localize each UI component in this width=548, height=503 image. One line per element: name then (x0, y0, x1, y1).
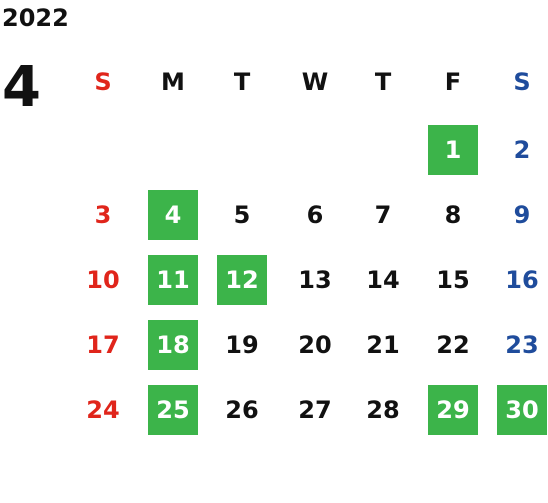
day-cell: 19 (225, 331, 259, 359)
year-label: 2022 (2, 4, 69, 32)
day-cell: 28 (366, 396, 400, 424)
day-cell: 23 (505, 331, 539, 359)
day-cell: 13 (298, 266, 332, 294)
day-cell: 10 (86, 266, 120, 294)
day-cell: 7 (374, 201, 392, 229)
day-cell: 5 (233, 201, 251, 229)
weekday-header-mon: M (161, 68, 185, 96)
day-cell: 25 (148, 385, 198, 435)
weekday-header-tue: T (233, 68, 251, 96)
day-cell: 17 (86, 331, 120, 359)
day-cell: 6 (306, 201, 324, 229)
day-cell: 20 (298, 331, 332, 359)
day-cell: 12 (217, 255, 267, 305)
day-cell: 3 (94, 201, 112, 229)
weekday-header-fri: F (444, 68, 462, 96)
day-cell: 22 (436, 331, 470, 359)
weekday-header-sun: S (94, 68, 112, 96)
day-cell: 30 (497, 385, 547, 435)
day-cell: 15 (436, 266, 470, 294)
day-cell: 18 (148, 320, 198, 370)
day-cell: 4 (148, 190, 198, 240)
weekday-header-thu: T (374, 68, 392, 96)
day-cell: 9 (513, 201, 531, 229)
month-label: 4 (2, 55, 41, 120)
day-cell: 2 (513, 136, 531, 164)
day-cell: 16 (505, 266, 539, 294)
weekday-header-sat: S (513, 68, 531, 96)
day-cell: 8 (444, 201, 462, 229)
day-cell: 29 (428, 385, 478, 435)
day-cell: 21 (366, 331, 400, 359)
day-cell: 11 (148, 255, 198, 305)
day-cell: 1 (428, 125, 478, 175)
weekday-header-wed: W (301, 68, 329, 96)
day-cell: 14 (366, 266, 400, 294)
day-cell: 27 (298, 396, 332, 424)
day-cell: 24 (86, 396, 120, 424)
day-cell: 26 (225, 396, 259, 424)
